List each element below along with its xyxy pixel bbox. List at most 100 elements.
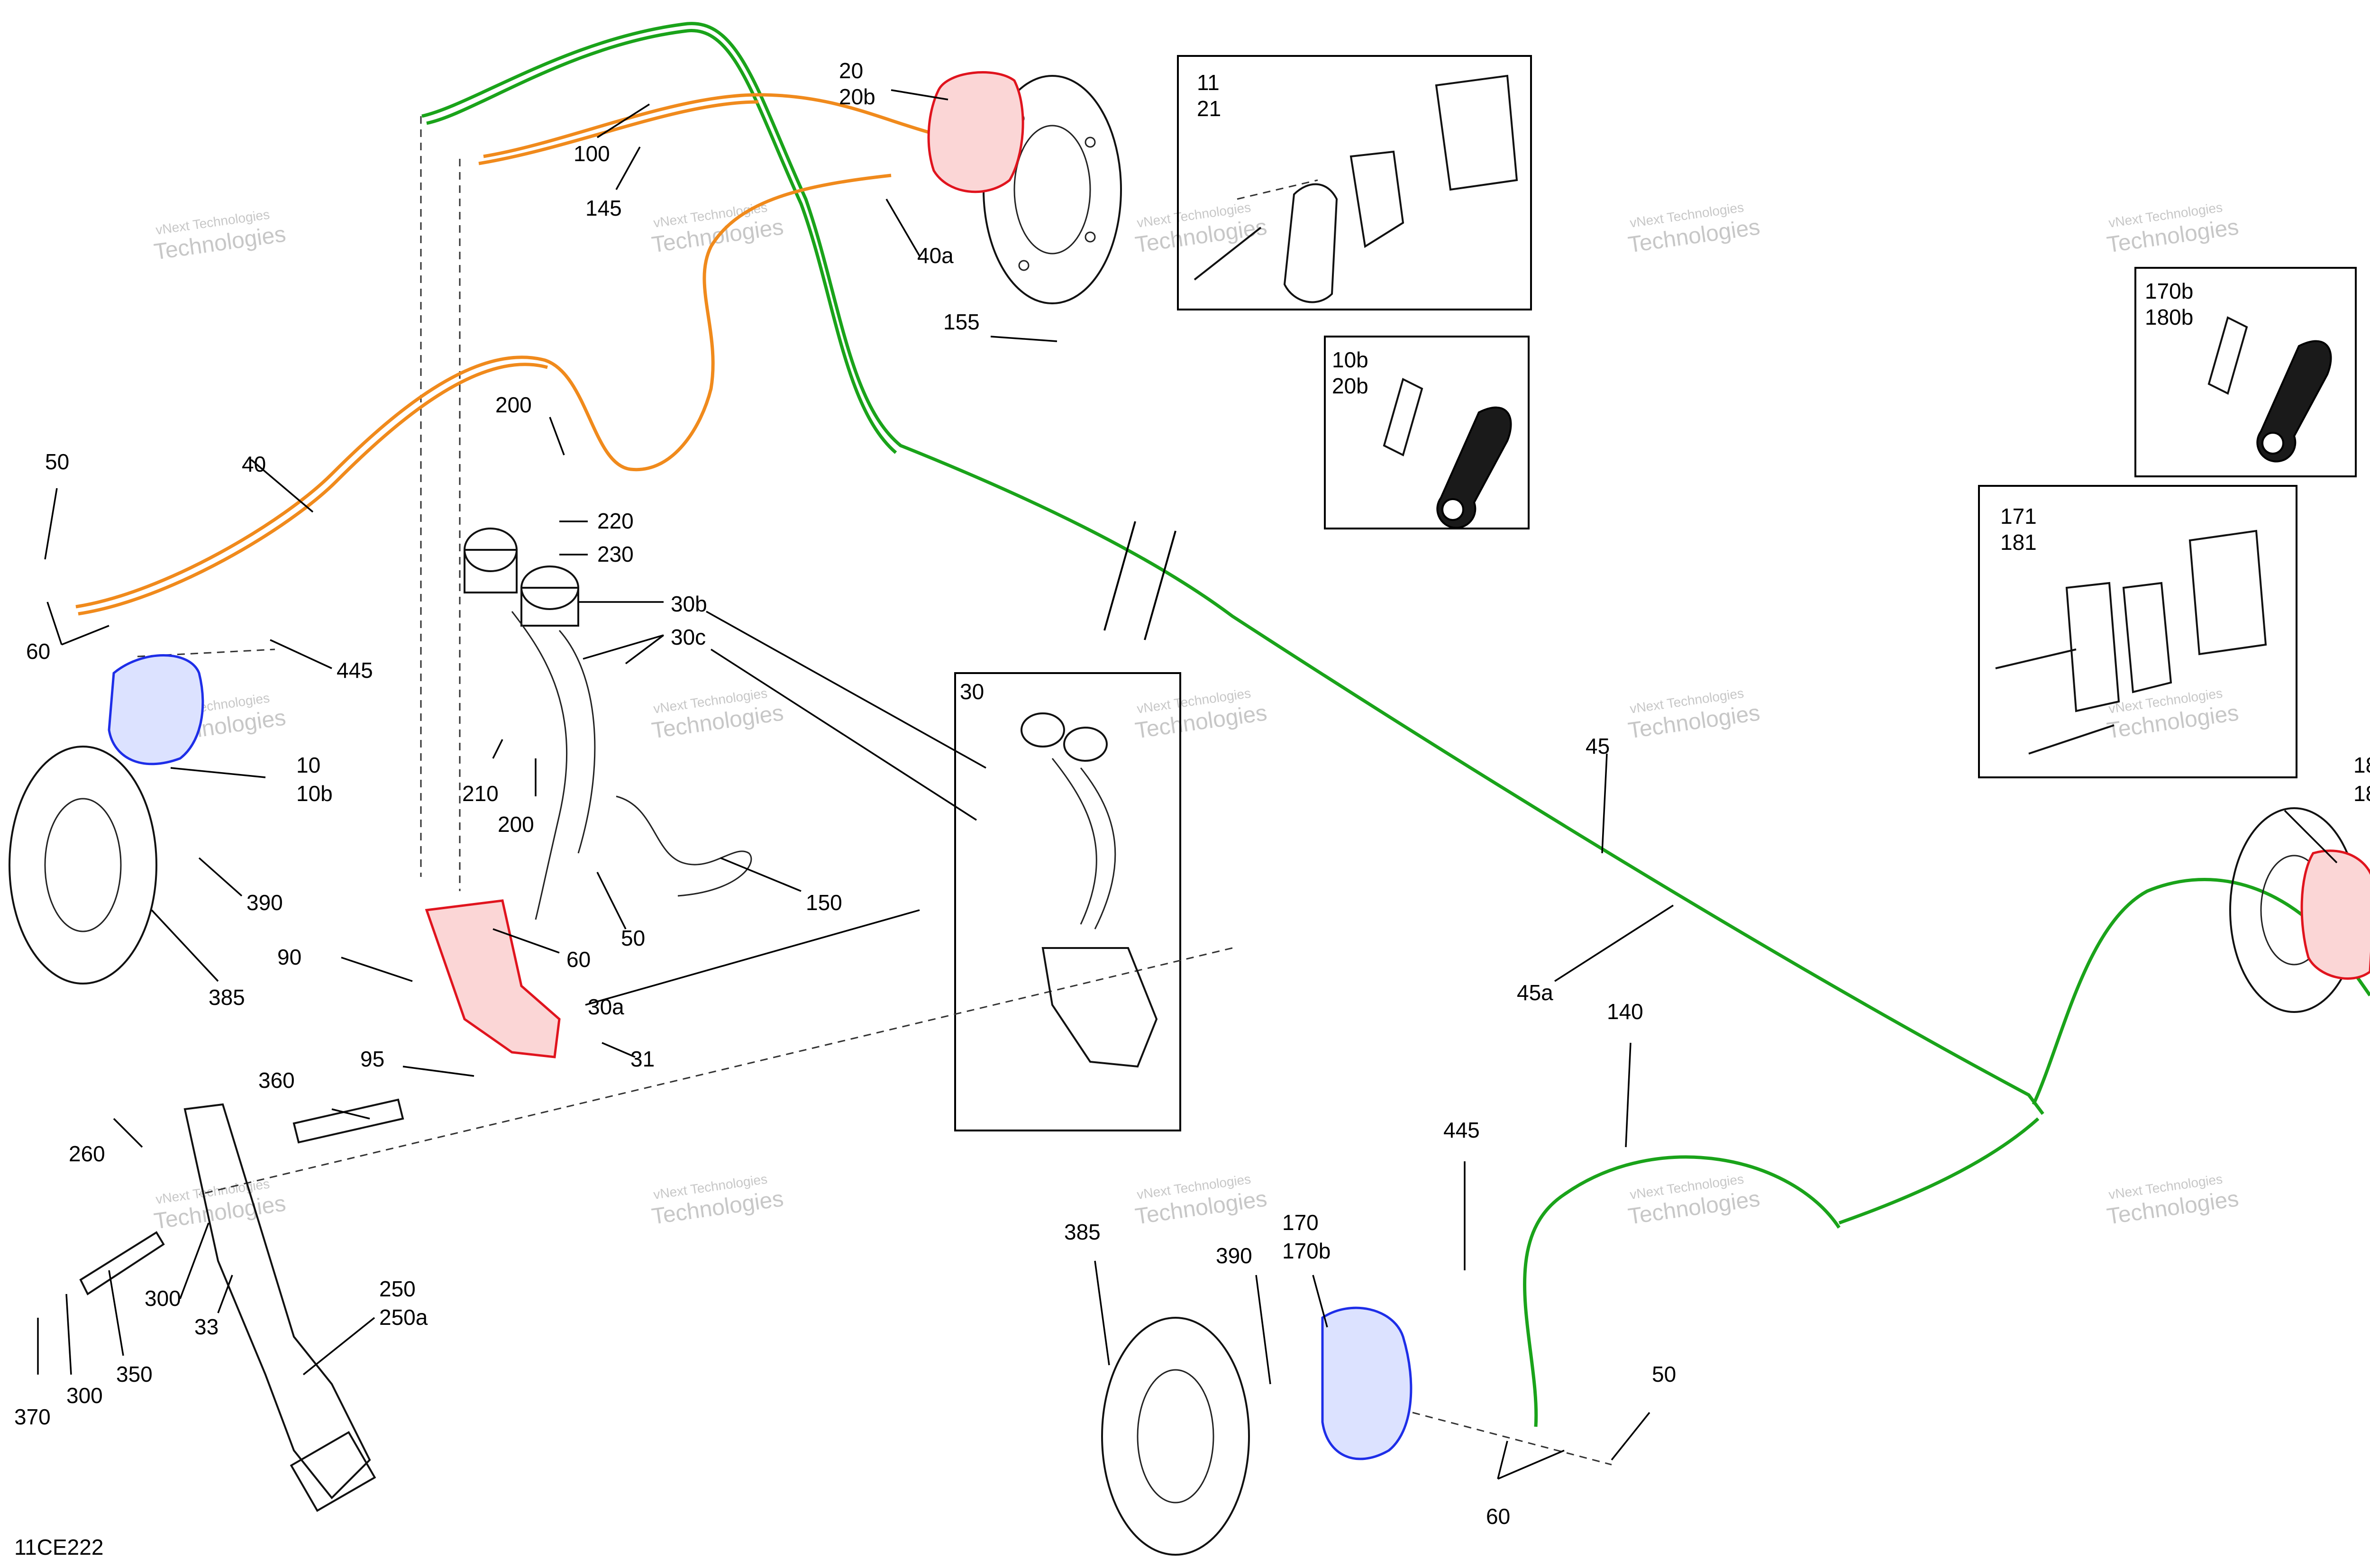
rear-brake-pads-detail: [1995, 529, 2267, 755]
callout-180b: 180b: [2353, 781, 2370, 806]
master-cylinder-detail: [1021, 712, 1158, 1068]
bleeder-valve-detail-rear: [2207, 316, 2332, 463]
callout-50-right: 50: [1652, 1362, 1676, 1386]
callout-50-mid: 50: [621, 926, 645, 950]
callout-250: 250: [379, 1276, 416, 1301]
front-caliper-red-top: [927, 71, 1024, 193]
callout-260: 260: [69, 1141, 105, 1166]
front-brake-pads-detail: [1194, 74, 1518, 303]
callout-170b-box: 170b: [2145, 279, 2193, 303]
callout-30b: 30b: [671, 592, 707, 616]
callout-180: 180: [2353, 753, 2370, 777]
front-brake-line-45: [421, 22, 2370, 1427]
callout-33: 33: [194, 1314, 219, 1339]
callout-20b-box: 20b: [1332, 374, 1368, 398]
callout-220: 220: [597, 509, 634, 533]
callout-20b: 20b: [839, 84, 875, 109]
callout-60-mid: 60: [566, 947, 591, 972]
diagram-code: 11CE222: [14, 1535, 103, 1559]
callout-10: 10: [296, 753, 320, 777]
callout-60-left: 60: [26, 639, 50, 664]
callout-445-right: 445: [1443, 1118, 1480, 1142]
front-caliper-red-right: [2300, 849, 2370, 980]
callout-45a: 45a: [1517, 980, 1553, 1005]
callout-40: 40: [242, 452, 266, 476]
detail-box-brake-pads-rear: [1978, 485, 2297, 778]
callout-90: 90: [277, 945, 301, 969]
callout-10b-box: 10b: [1332, 347, 1368, 372]
callout-200-mid: 200: [498, 812, 534, 837]
brake-light-switch-cable: [616, 795, 752, 897]
callout-250a: 250a: [379, 1305, 428, 1330]
callout-40a: 40a: [917, 243, 954, 268]
rear-brake-line-40: [75, 93, 977, 616]
callout-30a: 30a: [588, 994, 624, 1019]
callout-60-right: 60: [1486, 1504, 1510, 1529]
callout-45: 45: [1586, 734, 1610, 758]
callout-95: 95: [360, 1047, 384, 1071]
callout-11: 11: [1197, 70, 1220, 95]
callout-155: 155: [943, 310, 980, 334]
callout-100: 100: [574, 141, 610, 166]
reservoir-assembly: [464, 528, 596, 920]
callout-230: 230: [597, 542, 634, 566]
master-cylinder-red: [425, 899, 561, 1058]
callout-50-top-left: 50: [45, 449, 69, 474]
detail-box-bleeder-170b-180b: [2134, 267, 2357, 477]
callout-30: 30: [960, 679, 984, 704]
callout-145: 145: [585, 196, 622, 220]
callout-31: 31: [630, 1047, 655, 1071]
callout-labels: 20 20b 100 145 40a 155 11 21 10b 20b 170…: [14, 58, 2370, 1559]
callout-370: 370: [14, 1404, 51, 1429]
callout-140: 140: [1607, 999, 1643, 1024]
callout-210: 210: [462, 781, 499, 806]
callout-20: 20: [839, 58, 863, 83]
bleeder-valve-detail: [1383, 378, 1512, 529]
callout-300-a: 300: [145, 1286, 181, 1311]
callout-21: 21: [1197, 96, 1221, 121]
callout-180b-box: 180b: [2145, 305, 2193, 329]
callout-30c: 30c: [671, 625, 706, 649]
rear-caliper-blue-left: [108, 654, 204, 766]
detail-box-master-cylinder-30: [954, 672, 1181, 1131]
callout-181: 181: [2000, 530, 2037, 555]
callout-300-b: 300: [66, 1383, 103, 1408]
assembly-guide-lines: [137, 116, 1612, 1466]
callout-390-left: 390: [246, 890, 283, 915]
callout-390-right: 390: [1216, 1243, 1252, 1268]
callout-385-right: 385: [1064, 1220, 1101, 1244]
front-caliper-blue-bottom: [1321, 1306, 1413, 1460]
callout-385-left: 385: [209, 985, 245, 1010]
callout-171: 171: [2000, 504, 2037, 529]
callout-10b-left: 10b: [296, 781, 333, 806]
callout-200-top: 200: [495, 392, 532, 417]
callout-170: 170: [1282, 1210, 1319, 1235]
detail-box-brake-pads-front: [1177, 55, 1532, 310]
rear-brake-disc-left: [9, 746, 157, 985]
detail-box-bleeder-10b-20b: [1324, 336, 1530, 529]
leader-lines: [37, 89, 2338, 1480]
callout-350: 350: [116, 1362, 153, 1386]
front-brake-disc-bottom: [1101, 1317, 1250, 1556]
brake-pedal-assembly: [79, 1098, 404, 1512]
callout-170b: 170b: [1282, 1239, 1331, 1263]
callout-150: 150: [806, 890, 842, 915]
callout-360: 360: [258, 1068, 295, 1093]
callout-445-left: 445: [337, 658, 373, 683]
